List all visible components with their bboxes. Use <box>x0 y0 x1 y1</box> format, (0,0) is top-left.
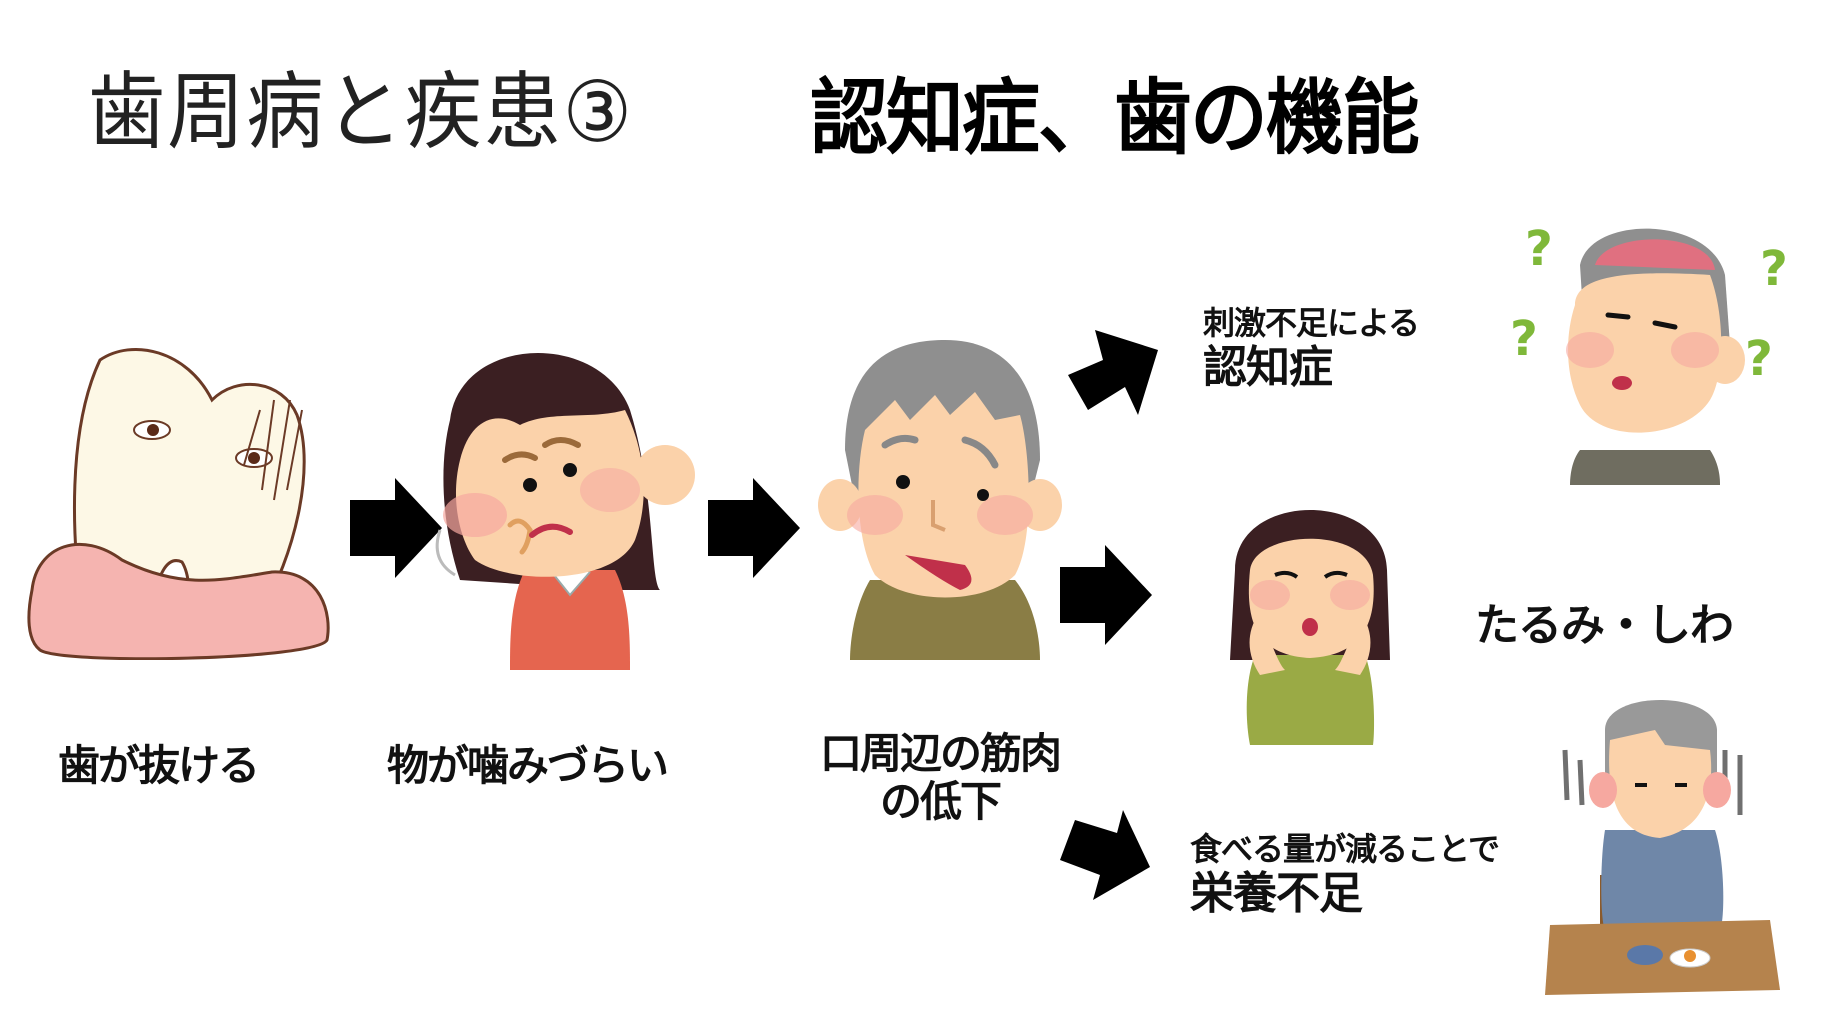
tooth-icon <box>22 340 332 660</box>
step-label-hard-to-chew: 物が噛みづらい <box>387 741 669 790</box>
confused-elderly-man-brain-icon: ???? <box>1510 205 1810 485</box>
step-label-line1: 口周辺の筋肉 <box>819 729 1062 778</box>
outcome-dementia-text: 刺激不足による 認知症 <box>1203 304 1420 395</box>
outcome-sagging-title: たるみ・しわ <box>1475 600 1734 651</box>
outcome-caption: 食べる量が減ることで <box>1190 830 1500 868</box>
outcome-title: 認知症 <box>1203 342 1333 394</box>
svg-text:?: ? <box>1525 221 1553 277</box>
arrow-right-icon <box>708 478 803 578</box>
outcome-caption: 刺激不足による <box>1203 304 1420 342</box>
step-label-line2: の低下 <box>879 777 1002 827</box>
svg-text:?: ? <box>1760 241 1788 297</box>
outcome-malnutrition-text: 食べる量が減ることで 栄養不足 <box>1190 830 1500 921</box>
elderly-man-small-meal-icon <box>1545 690 1785 1000</box>
title-prefix: 歯周病と疾患③ <box>88 63 634 161</box>
step-label-muscle-decline: 口周辺の筋肉 の低下 <box>780 729 1100 827</box>
page-title: 認知症、歯の機能 <box>810 71 1420 166</box>
svg-text:?: ? <box>1510 311 1538 367</box>
arrow-right-icon <box>1060 545 1155 645</box>
woman-sagging-face-icon <box>1215 480 1405 750</box>
elderly-man-drooping-mouth-icon <box>815 340 1065 660</box>
outcome-title: 栄養不足 <box>1190 868 1363 920</box>
arrow-right-icon <box>350 478 445 578</box>
svg-text:?: ? <box>1745 331 1773 387</box>
step-label-tooth-loss: 歯が抜ける <box>58 741 260 790</box>
girl-chewing-icon <box>420 340 700 670</box>
arrow-up-right-icon <box>1063 325 1163 415</box>
arrow-down-right-icon <box>1055 805 1155 900</box>
